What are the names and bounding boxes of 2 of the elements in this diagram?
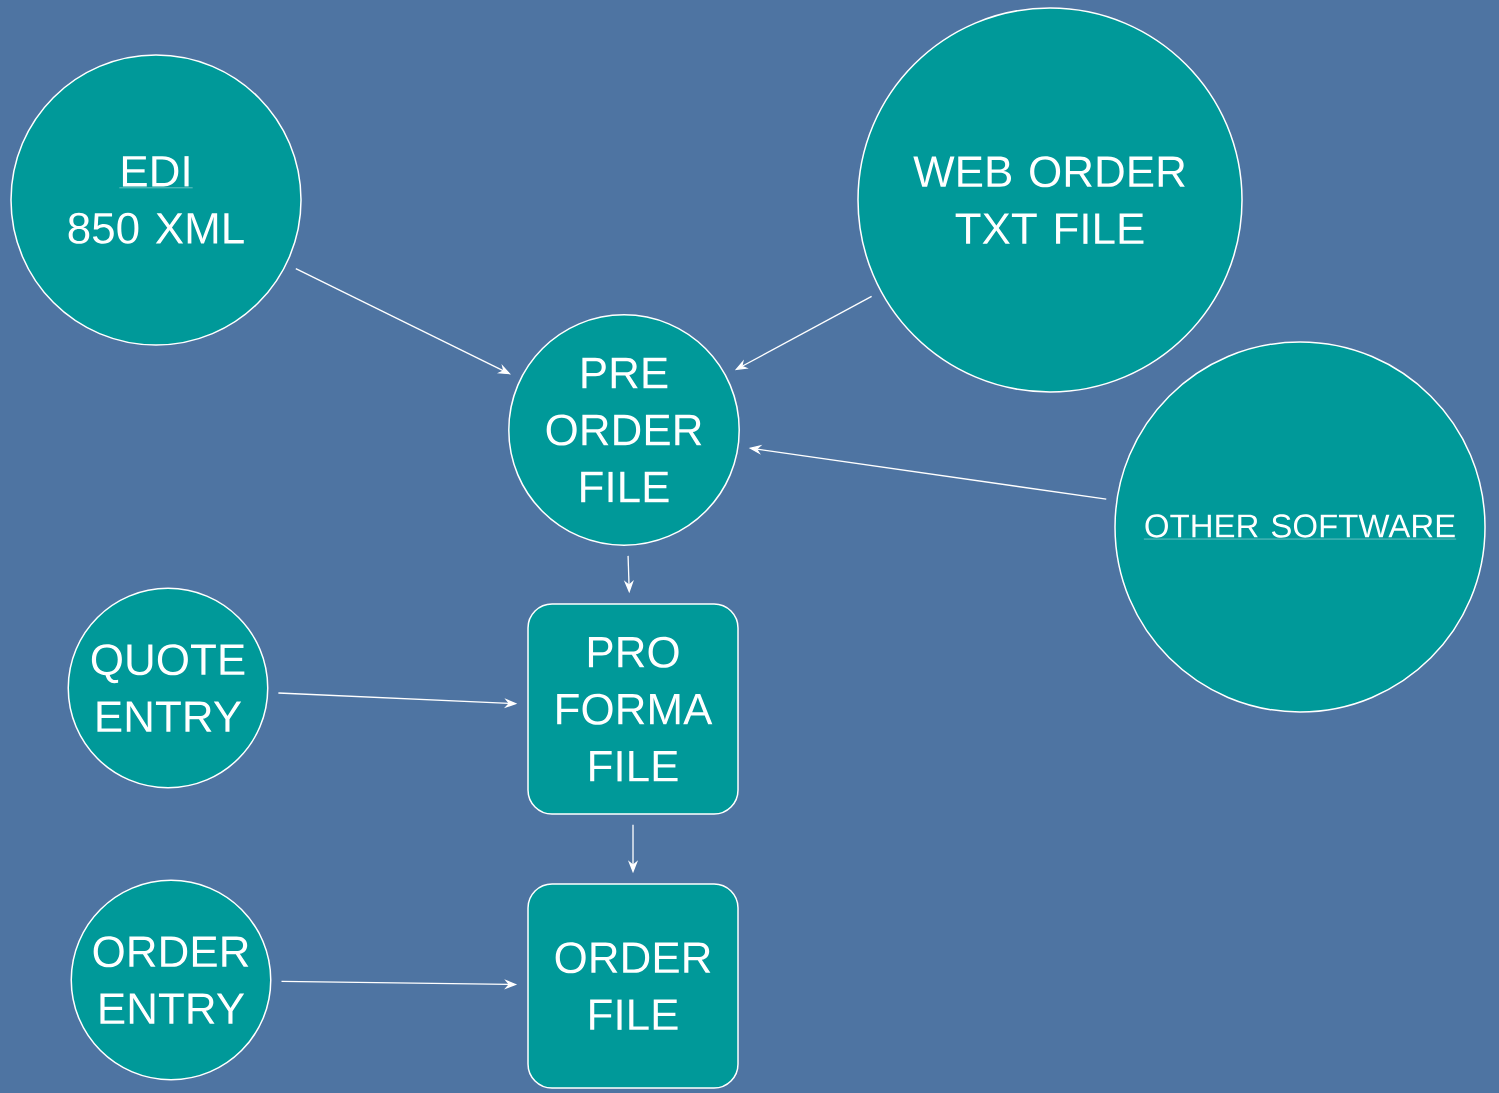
file-box: PRO FORMA FILE: [527, 603, 739, 815]
file-box: ORDER FILE: [527, 883, 739, 1089]
